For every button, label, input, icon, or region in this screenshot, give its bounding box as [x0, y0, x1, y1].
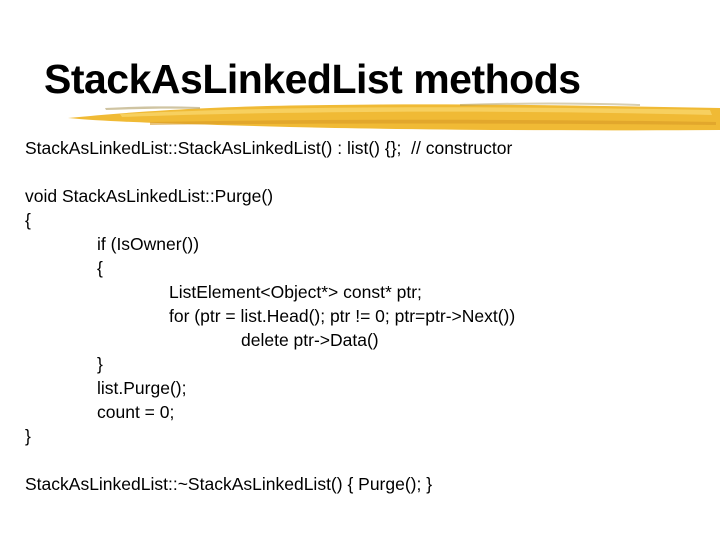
code-line — [25, 448, 515, 472]
marker-stroke-shadow — [150, 119, 716, 125]
code-block: StackAsLinkedList::StackAsLinkedList() :… — [25, 136, 515, 496]
code-line: StackAsLinkedList::~StackAsLinkedList() … — [25, 474, 433, 494]
code-line: } — [25, 354, 103, 374]
code-line: list.Purge(); — [25, 378, 187, 398]
marker-stroke-speck-left — [105, 106, 200, 110]
code-line: { — [25, 258, 103, 278]
code-line: { — [25, 210, 31, 230]
code-line: StackAsLinkedList::StackAsLinkedList() :… — [25, 138, 513, 158]
code-line: for (ptr = list.Head(); ptr != 0; ptr=pt… — [25, 306, 516, 326]
code-line: void StackAsLinkedList::Purge() — [25, 186, 274, 206]
marker-stroke-highlight — [120, 107, 712, 117]
slide-title: StackAsLinkedList methods — [44, 56, 581, 102]
code-line: if (IsOwner()) — [25, 234, 200, 254]
code-line: ListElement<Object*> const* ptr; — [25, 282, 422, 302]
marker-stroke-underline-icon — [68, 102, 720, 131]
code-line: } — [25, 426, 31, 446]
marker-stroke-speck-right — [460, 102, 640, 106]
code-line: count = 0; — [25, 402, 175, 422]
code-line: delete ptr->Data() — [25, 330, 379, 350]
code-line — [25, 160, 515, 184]
